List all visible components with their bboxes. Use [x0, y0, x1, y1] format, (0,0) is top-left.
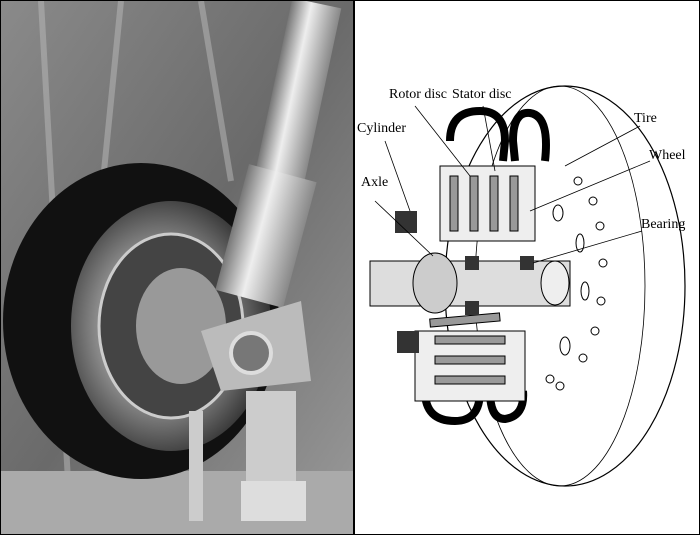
strut-upper	[252, 1, 342, 195]
label-wheel: Wheel	[649, 148, 686, 163]
lower-discs	[429, 312, 506, 385]
wheel-bolts	[545, 176, 608, 391]
label-stator-disc: Stator disc	[452, 87, 512, 102]
cylinder-upper	[395, 211, 417, 233]
photo-illustration	[1, 1, 353, 534]
brake-diagram-drawing	[369, 85, 686, 487]
tire-lower	[421, 390, 528, 426]
lower-strut	[246, 391, 296, 491]
label-axle: Axle	[361, 175, 389, 190]
hub	[136, 268, 226, 384]
leader-lines	[374, 105, 651, 264]
upper-discs	[449, 175, 519, 232]
label-rotor-disc: Rotor disc	[389, 87, 447, 102]
label-tire: Tire	[634, 111, 657, 126]
label-cylinder: Cylinder	[357, 121, 406, 136]
label-bearing: Bearing	[641, 217, 686, 232]
cylinder-lower	[397, 331, 419, 353]
brake-cutaway-diagram: Rotor disc Stator disc Tire Cylinder Whe…	[354, 0, 700, 535]
landing-gear-photo	[0, 0, 354, 535]
tire-upper	[446, 106, 550, 162]
strut-cylinder	[215, 164, 317, 308]
